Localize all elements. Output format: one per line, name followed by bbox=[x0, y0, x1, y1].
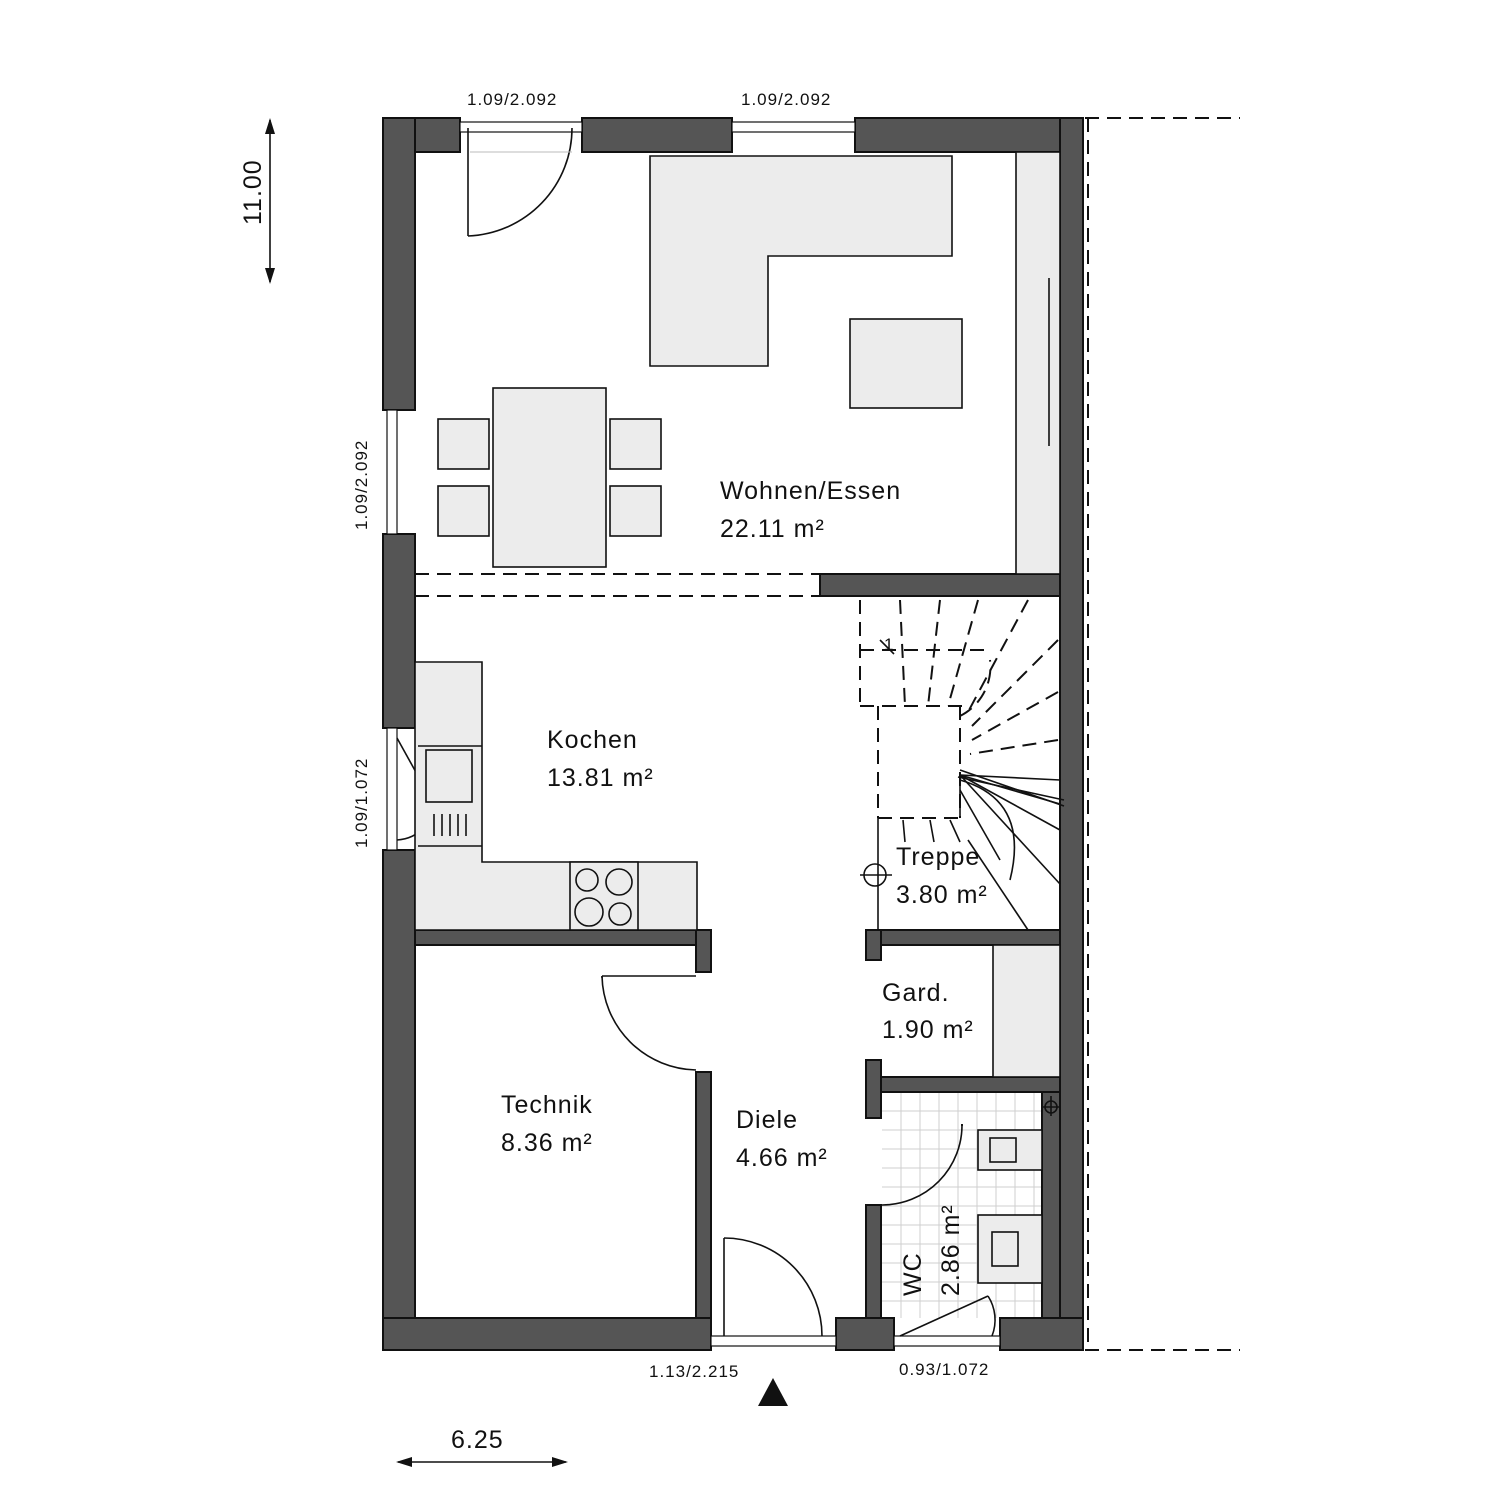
room-treppe-name: Treppe bbox=[896, 843, 980, 871]
ceiling-opening bbox=[415, 573, 820, 597]
win-left-upper-label: 1.09/2.092 bbox=[352, 440, 371, 530]
staircase: 1 bbox=[859, 599, 1065, 931]
room-wc-area: 2.86 m² bbox=[937, 1204, 965, 1296]
garderobe-cabinet bbox=[992, 944, 1061, 1078]
wc-fixtures bbox=[977, 1096, 1060, 1284]
room-diele-area: 4.66 m² bbox=[736, 1144, 828, 1172]
width-dim: 6.25 bbox=[451, 1426, 504, 1454]
room-kochen-name: Kochen bbox=[547, 726, 638, 754]
stair-start-mark: 1 bbox=[884, 635, 894, 654]
room-wohnen-name: Wohnen/Essen bbox=[720, 477, 901, 505]
room-kochen-area: 13.81 m² bbox=[547, 764, 654, 792]
dimension-width: 6.25 bbox=[396, 1426, 568, 1467]
drainer bbox=[433, 814, 467, 836]
interior-walls bbox=[414, 573, 1061, 1319]
exterior-walls bbox=[382, 117, 1084, 1351]
door-entry-label: 1.13/2.215 bbox=[649, 1362, 739, 1381]
win-top-right-label: 1.09/2.092 bbox=[741, 90, 831, 109]
win-left-lower-label: 1.09/1.072 bbox=[352, 758, 371, 848]
height-dim: 11.00 bbox=[239, 159, 267, 225]
dimension-height: 11.00 bbox=[239, 118, 275, 284]
room-treppe-area: 3.80 m² bbox=[896, 881, 988, 909]
entrance-arrow-icon bbox=[758, 1378, 788, 1406]
win-top-left-label: 1.09/2.092 bbox=[467, 90, 557, 109]
kitchen-counter bbox=[414, 661, 698, 931]
room-diele-name: Diele bbox=[736, 1106, 798, 1134]
room-wc-name: WC bbox=[899, 1252, 927, 1296]
windows bbox=[386, 121, 1001, 1347]
room-gard-area: 1.90 m² bbox=[882, 1016, 974, 1044]
room-gard-name: Gard. bbox=[882, 979, 950, 1007]
room-technik-name: Technik bbox=[501, 1091, 593, 1119]
win-wc-label: 0.93/1.072 bbox=[899, 1360, 989, 1379]
room-wohnen-area: 22.11 m² bbox=[720, 515, 825, 543]
neighbour-boundary bbox=[1085, 117, 1240, 1351]
room-technik-area: 8.36 m² bbox=[501, 1129, 593, 1157]
living-furniture bbox=[437, 151, 1061, 575]
